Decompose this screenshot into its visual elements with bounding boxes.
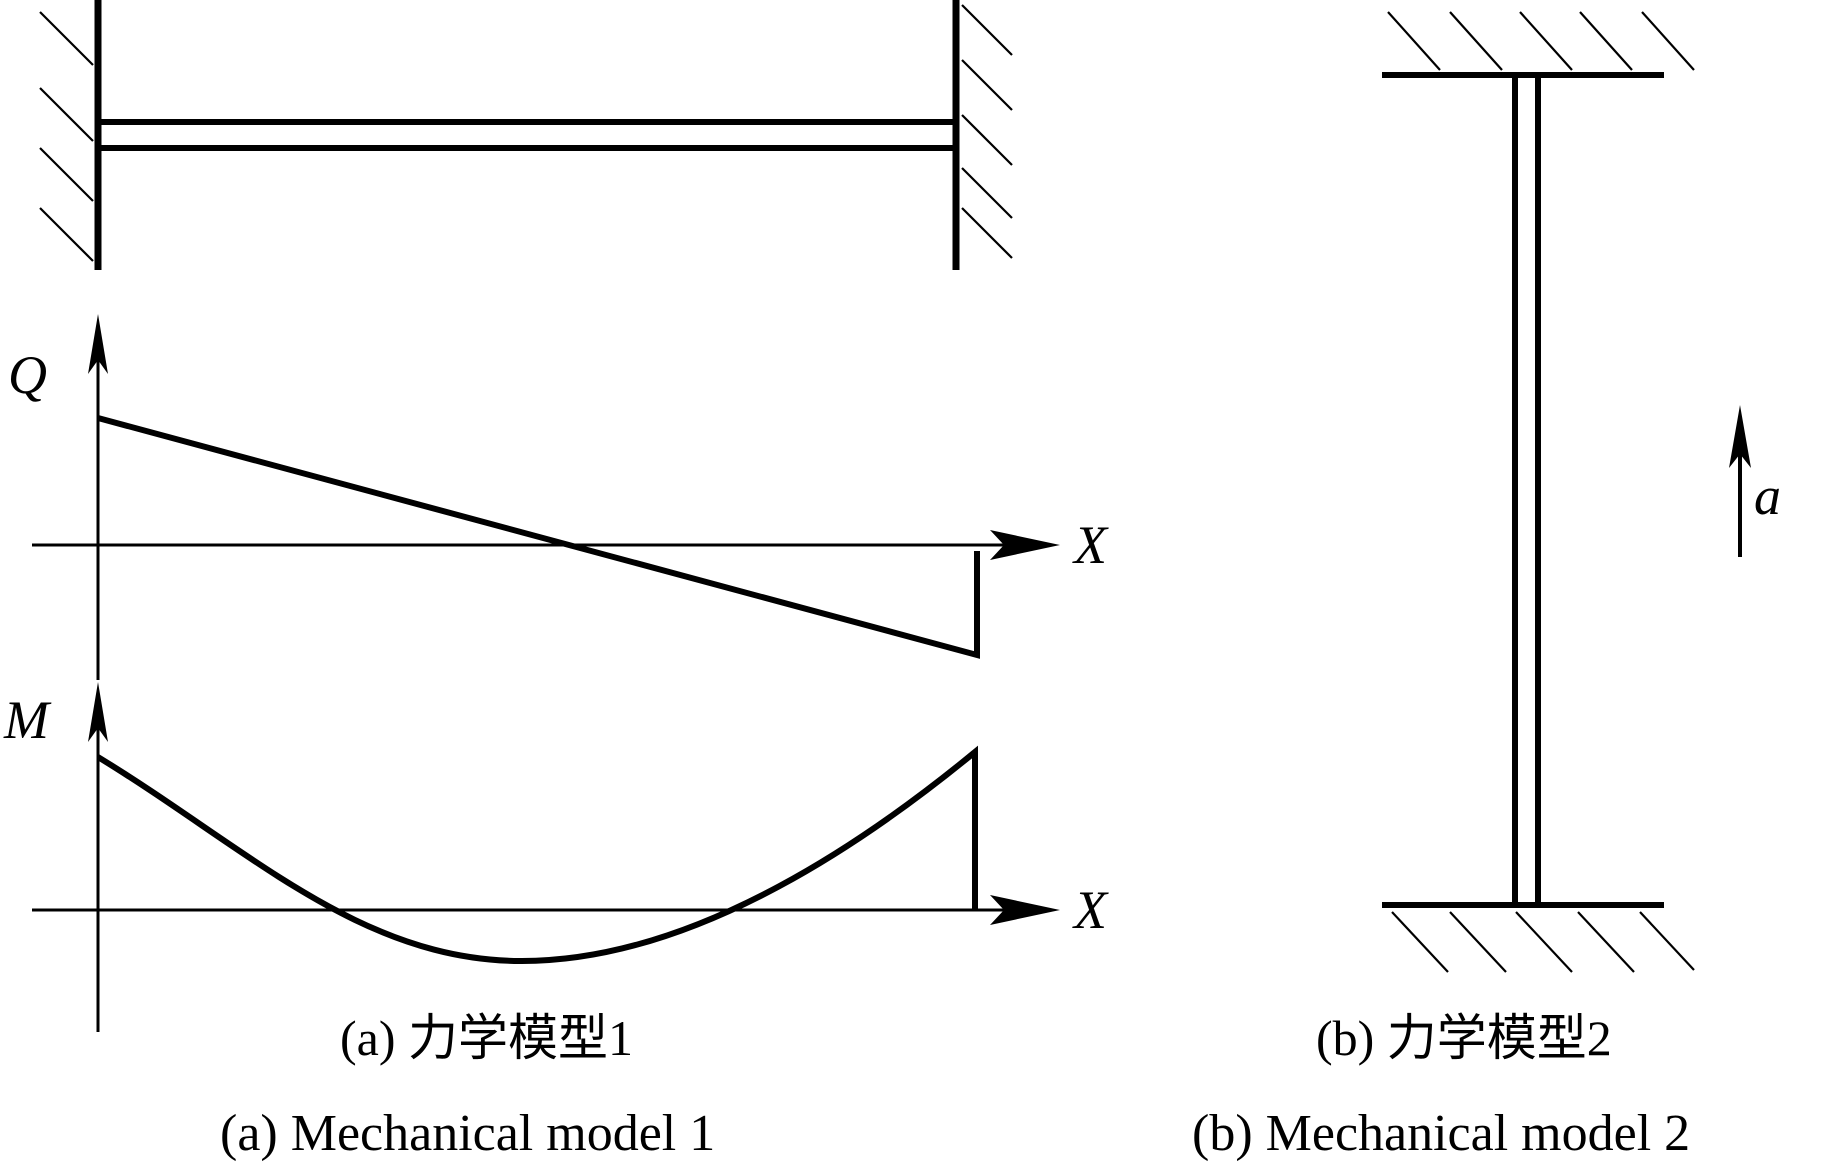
bending-moment-diagram: M X <box>3 682 1109 1032</box>
caption-b-english: (b) Mechanical model 2 <box>1192 1105 1690 1162</box>
moment-x-axis-label: X <box>1072 880 1109 940</box>
left-wall-hatching <box>39 11 94 262</box>
shear-y-axis-arrowhead <box>88 314 108 374</box>
acceleration-label: a <box>1754 466 1781 526</box>
shear-force-curve <box>97 415 980 659</box>
caption-a-chinese: (a) 力学模型1 <box>340 1010 633 1066</box>
bending-moment-curve <box>96 745 978 965</box>
right-wall-hatching <box>961 4 1013 259</box>
bottom-support-hatching <box>1391 911 1695 973</box>
acceleration-arrowhead <box>1729 405 1751 468</box>
shear-x-axis-label: X <box>1072 515 1109 575</box>
moment-x-axis-arrowhead <box>990 895 1060 925</box>
caption-b-chinese: (b) 力学模型2 <box>1316 1010 1612 1066</box>
top-support-hatching <box>1387 11 1695 71</box>
fixed-fixed-beam <box>39 0 1013 270</box>
shear-axis-label: Q <box>8 345 47 405</box>
acceleration-arrow <box>1729 405 1751 557</box>
moment-axis-label: M <box>3 690 52 750</box>
panel-a: Q X M X (a) 力学模型1 (a) Mechanical model 1 <box>3 0 1109 1162</box>
caption-a-english: (a) Mechanical model 1 <box>220 1105 715 1162</box>
shear-x-axis-arrowhead <box>990 530 1060 560</box>
shear-force-diagram: Q X <box>8 314 1109 680</box>
panel-b: a (b) 力学模型2 (b) Mechanical model 2 <box>1192 11 1781 1162</box>
moment-y-axis-arrowhead <box>88 682 108 742</box>
